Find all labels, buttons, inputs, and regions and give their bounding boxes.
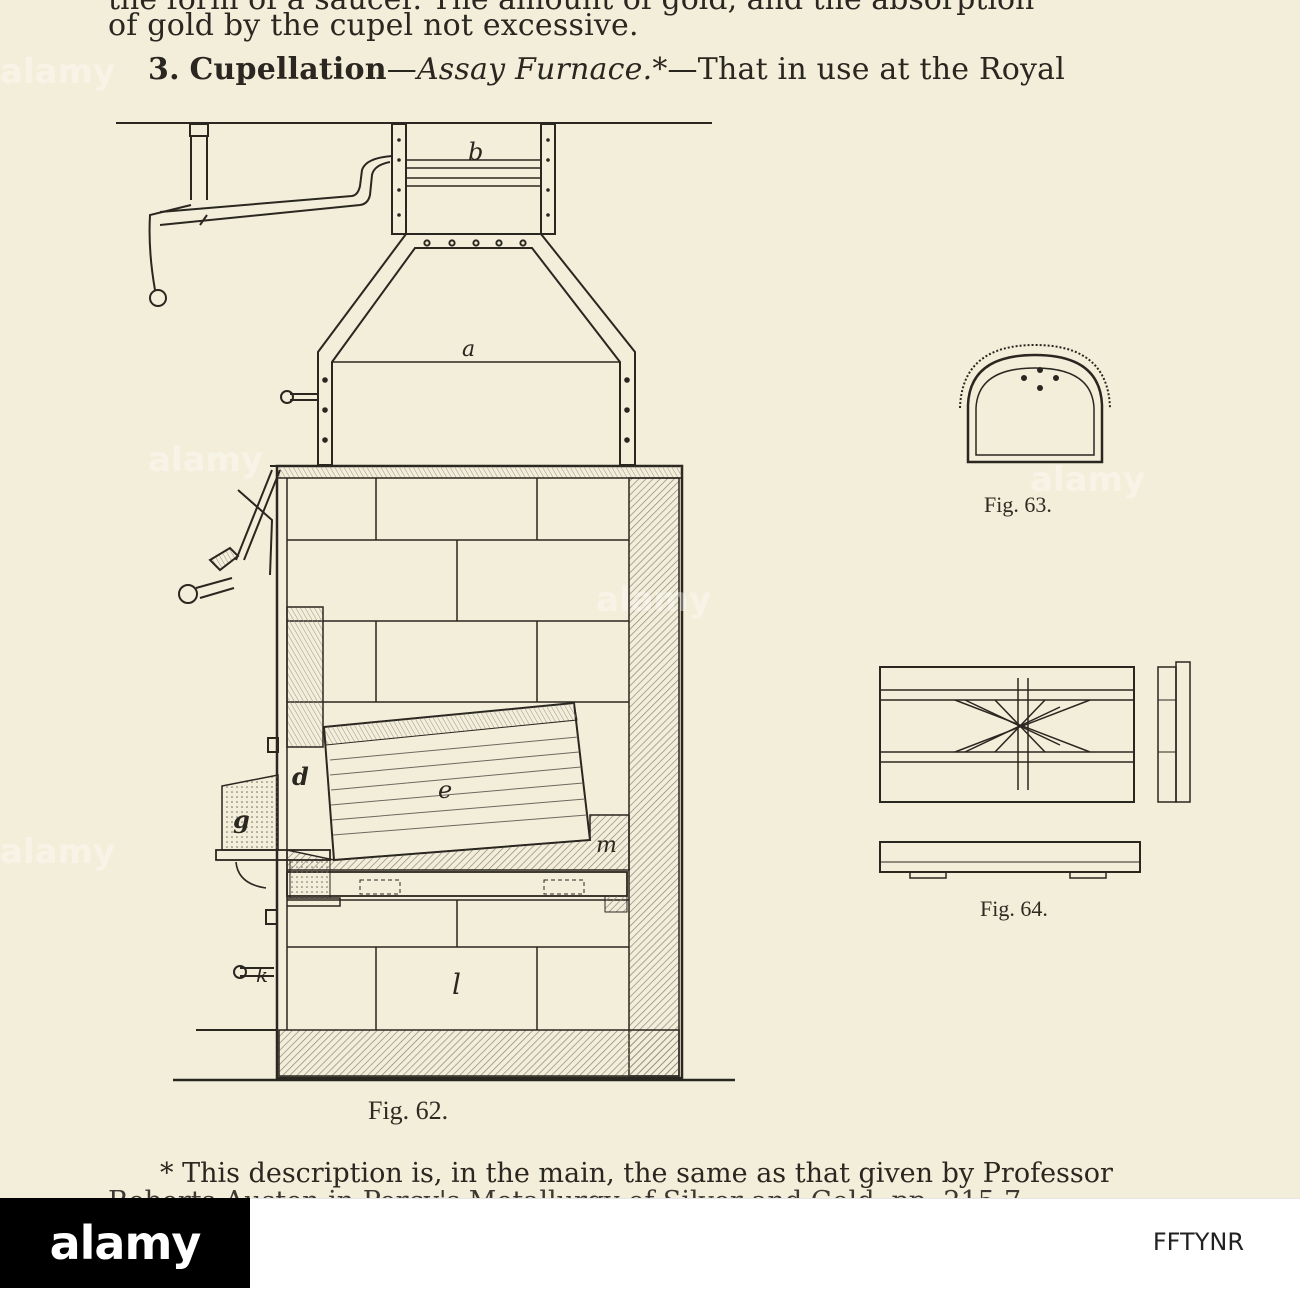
heading-dash: —: [386, 52, 417, 87]
book-page: the form of a saucer. The amount of gold…: [0, 0, 1191, 1217]
heading-italic: Assay Furnace.*: [416, 52, 668, 87]
label-a: a: [462, 337, 475, 362]
fig64-muffle-plan: [879, 661, 1191, 879]
fig63-muffle-section: [959, 343, 1111, 464]
clipped-text-line: the form of a saucer. The amount of gold…: [108, 0, 1034, 17]
label-e: e: [438, 776, 452, 804]
alamy-logo: alamy: [0, 1198, 250, 1288]
label-m: m: [596, 833, 617, 858]
fig63-caption: Fig. 63.: [984, 492, 1052, 517]
label-k: k: [256, 963, 268, 987]
heading-title: Cupellation: [189, 52, 387, 87]
heading-number: 3.: [148, 52, 180, 87]
label-d: d: [292, 762, 309, 791]
footnote: * This description is, in the main, the …: [160, 1158, 1113, 1189]
fig62-furnace-drawing: b a d e g m k l: [116, 122, 735, 1082]
gas-pipe: [148, 123, 393, 307]
body-text-line: of gold by the cupel not excessive.: [108, 8, 639, 43]
section-heading: 3. Cupellation—Assay Furnace.*—That in u…: [148, 52, 1065, 87]
fig64-caption: Fig. 64.: [980, 896, 1048, 921]
alamy-logo-text: alamy: [49, 1216, 202, 1270]
fig62-caption: Fig. 62.: [368, 1096, 449, 1125]
heading-rest: That in use at the Royal: [697, 52, 1066, 87]
heading-dash: —: [667, 52, 698, 87]
label-l: l: [452, 968, 461, 1001]
image-id: FFTYNR: [1152, 1228, 1244, 1256]
ledge-g: [215, 774, 341, 907]
label-g: g: [233, 805, 250, 834]
door-lever: [178, 465, 318, 1078]
flue-b: [391, 123, 556, 235]
label-b: b: [468, 138, 483, 166]
